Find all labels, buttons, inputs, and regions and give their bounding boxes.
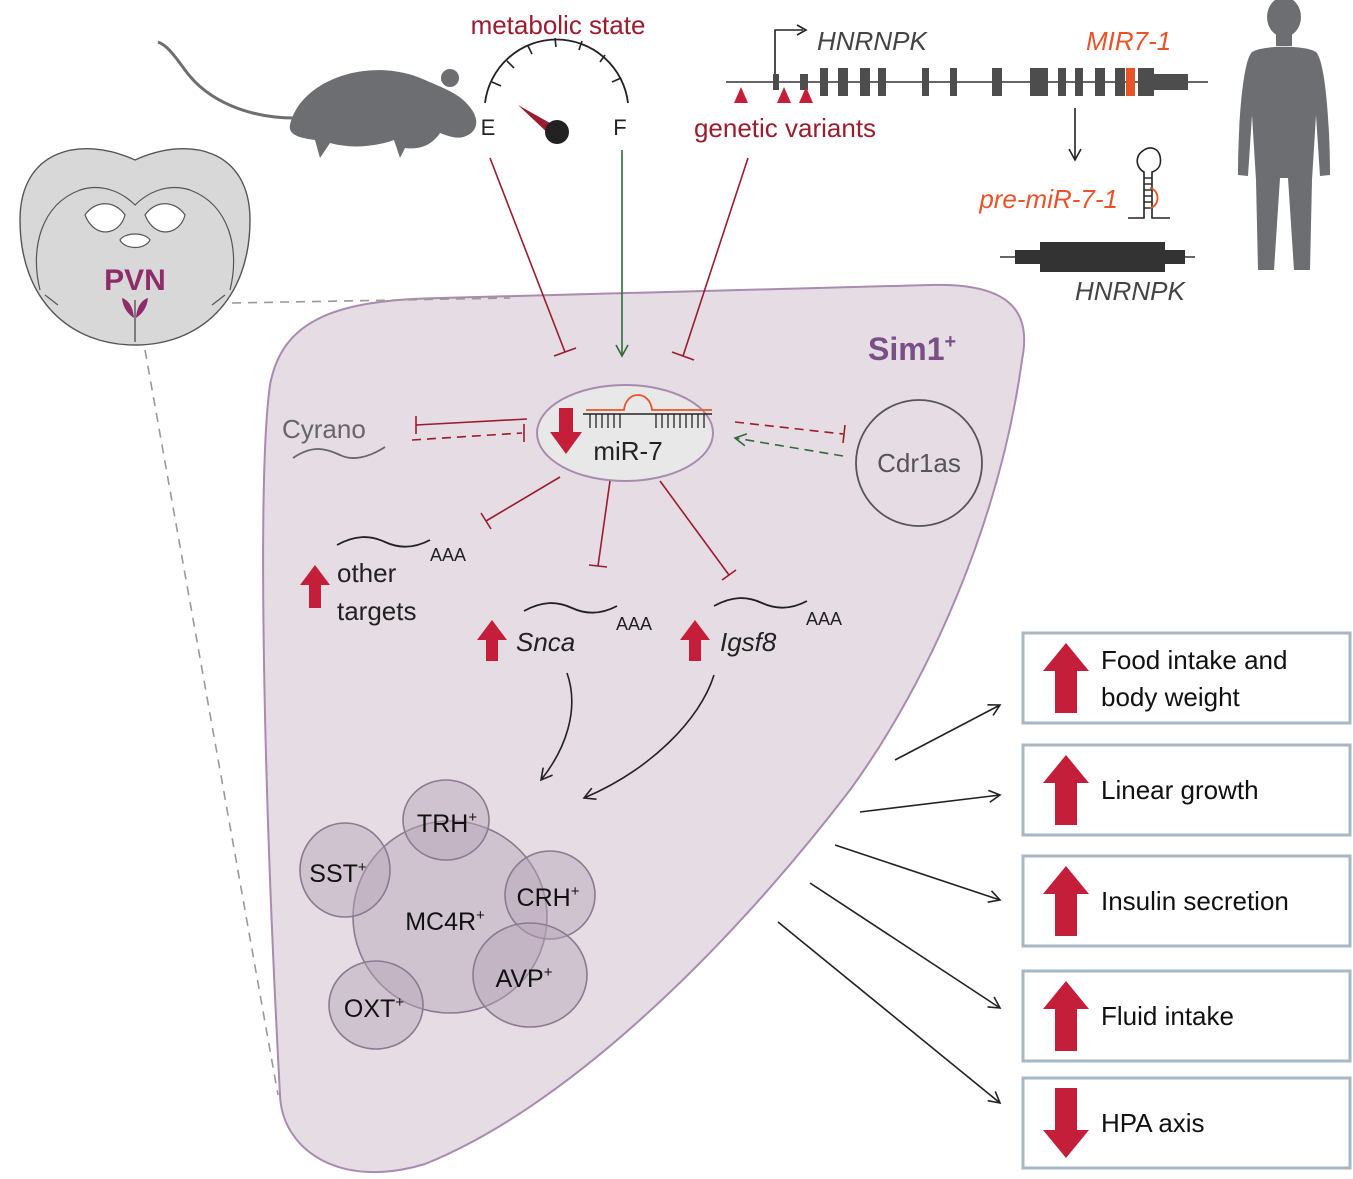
avp-label: AVP+ [496,964,553,993]
snca-up-arrow [477,620,507,661]
snca-to-neurons-arrow [539,672,573,782]
other-targets-label-1: other [337,558,397,588]
igsf8-up-arrow [680,620,710,661]
mc4r-label: MC4R+ [405,907,485,936]
metabolic-state-label: metabolic state [471,10,646,40]
cdr1as-circle [855,399,983,527]
outcome-box [1021,743,1352,837]
increase-arrow-icon [1043,866,1089,936]
hnrnpk-gene-structure [726,24,1208,103]
sim1-label: Sim1+ [868,331,956,367]
cyrano-inhibition [411,416,528,442]
outcome-box [1021,631,1352,725]
cyrano-rna [292,446,386,459]
pre-mir-hairpin [1128,147,1170,219]
avp-cell [472,922,588,1028]
igsf8-rna [713,597,808,609]
target-inhibitions [480,476,737,581]
igsf8-to-neurons-arrow [582,674,715,801]
mir7-node [536,384,714,482]
pre-mir-label: pre-miR-7-1 [978,184,1118,214]
variants-inhibition [671,157,749,361]
increase-arrow-icon [1043,643,1089,713]
oxt-label: OXT+ [344,994,404,1023]
snca-aaa: AAA [616,614,652,634]
trh-label: TRH+ [417,809,477,838]
crh-label: CRH+ [517,883,580,912]
hnrnpk-gene-label: HNRNPK [817,26,928,56]
outcome-label: Linear growth [1101,775,1259,805]
snca-rna [523,602,618,614]
hnrnpk-mrna-label: HNRNPK [1075,276,1186,306]
decrease-arrow-icon [1043,1088,1089,1158]
cdr1as-activation [733,433,844,457]
pvn-label: PVN [104,264,166,297]
cdr1as-inhibition [734,421,846,444]
other-targets-up-arrow [300,565,330,608]
cyrano-label: Cyrano [282,414,366,444]
cdr1as-label: Cdr1as [877,448,961,478]
crh-cell [504,850,596,940]
outcome-label: body weight [1101,682,1241,712]
snca-label: Snca [516,627,575,657]
outcome-label: Insulin secretion [1101,886,1289,916]
metabolic-gauge [484,37,629,144]
other-targets-aaa: AAA [430,545,466,565]
metabolic-inhibition [489,157,577,357]
outcome-item: Fluid intake [1021,969,1352,1063]
outcome-box [1021,854,1352,948]
other-targets-rna [336,536,431,548]
outcome-item: Insulin secretion [1021,854,1352,948]
igsf8-aaa: AAA [806,609,842,629]
oxt-cell [328,960,424,1050]
genetic-variants-label: genetic variants [694,113,876,143]
brain-section [19,148,251,346]
gauge-e-label: E [481,115,496,140]
mir7-1-gene-label: MIR7-1 [1086,26,1171,56]
pvn-connector-bottom [144,349,279,1096]
gauge-f-label: F [613,115,626,140]
outcome-arrows [777,703,1002,1105]
neuron-cluster [299,779,596,1050]
mir7-down-arrow [550,408,582,454]
outcome-box [1021,969,1352,1063]
pvn-region [122,298,148,318]
outcome-item: HPA axis [1021,1076,1352,1170]
mir7-label: miR-7 [593,436,662,466]
increase-arrow-icon [1043,755,1089,825]
mouse-icon [157,40,477,158]
trh-cell [402,779,490,861]
outcome-box [1021,1076,1352,1170]
neuron-labels: TRH+ SST+ MC4R+ CRH+ OXT+ AVP+ [309,809,579,1023]
hnrnpk-mrna [1000,242,1195,272]
sst-cell [299,822,391,918]
igsf8-label: Igsf8 [720,627,777,657]
human-icon [1238,0,1330,270]
outcome-item: Food intake and body weight [1021,631,1352,725]
increase-arrow-icon [1043,981,1089,1051]
outcome-label: Fluid intake [1101,1001,1234,1031]
outcome-item: Linear growth [1021,743,1352,837]
sim1-cell [262,283,1026,1174]
pvn-connector-top [231,297,511,304]
mir7-duplex [583,394,712,428]
other-targets-label-2: targets [337,596,417,626]
outcome-label: HPA axis [1101,1108,1205,1138]
outcome-label: Food intake and [1101,645,1287,675]
sst-label: SST+ [309,859,367,888]
